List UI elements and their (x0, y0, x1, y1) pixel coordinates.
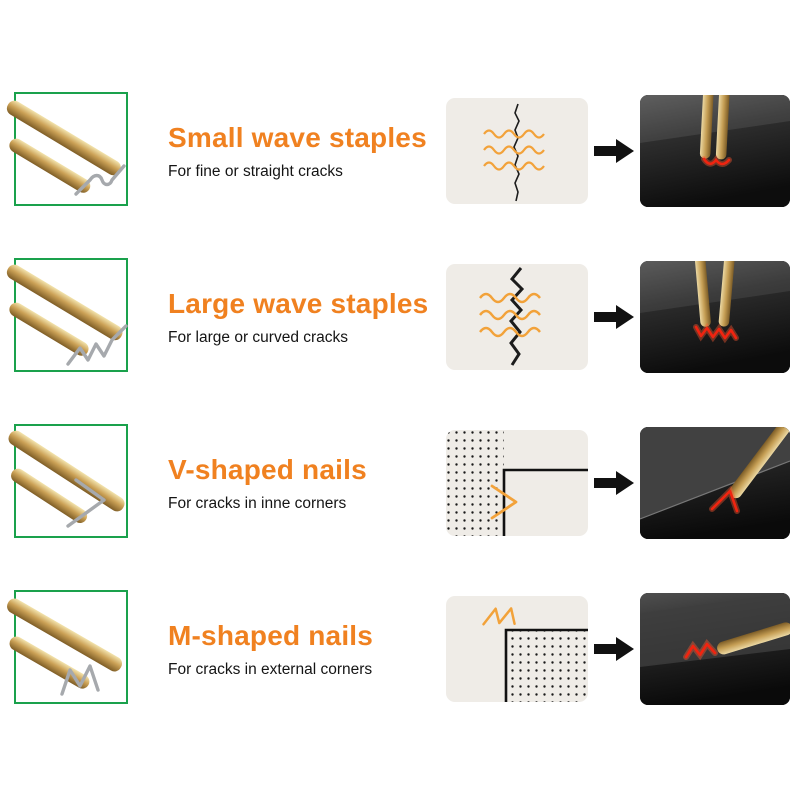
arrow-right-icon (588, 137, 640, 165)
row-subtitle: For large or curved cracks (168, 328, 349, 346)
v-shaped-nail-photo (4, 420, 152, 546)
curved-crack-diagram (446, 264, 588, 370)
welding-tip-m-nail-icon (640, 593, 790, 705)
external-corner-diagram (446, 596, 588, 702)
external-corner-diagram-icon (446, 596, 588, 702)
arrow-right-icon (588, 469, 640, 497)
inner-corner-diagram (446, 430, 588, 536)
welding-tip-v-nail-icon (640, 427, 790, 539)
v-shaped-nail-icon (8, 430, 125, 528)
large-wave-staple-photo (4, 254, 152, 380)
arrow-right-icon (588, 303, 640, 331)
welding-application-photo (640, 593, 790, 705)
arrow-right-icon (588, 635, 640, 663)
m-shaped-nail-photo (4, 586, 152, 712)
welding-application-photo (640, 261, 790, 373)
m-shaped-nail-icon (7, 598, 123, 696)
row-title: M-shaped nails (168, 619, 374, 651)
row-subtitle: For cracks in inne corners (168, 494, 347, 512)
row-subtitle: For fine or straight cracks (168, 162, 343, 180)
straight-crack-diagram-icon (446, 98, 588, 204)
welding-application-photo (640, 427, 790, 539)
straight-crack-diagram (446, 98, 588, 204)
welding-application-photo (640, 95, 790, 207)
row-large-wave-staples: Large wave staples For large or curved c… (4, 253, 796, 381)
row-subtitle: For cracks in external corners (168, 660, 373, 678)
inner-corner-diagram-icon (446, 430, 588, 536)
row-title: V-shaped nails (168, 453, 367, 485)
small-wave-staple-icon (6, 100, 126, 196)
row-small-wave-staples: Small wave staples For fine or straight … (4, 87, 796, 215)
row-text: Large wave staples For large or curved c… (152, 288, 446, 347)
curved-crack-diagram-icon (446, 264, 588, 370)
row-title: Small wave staples (168, 121, 427, 153)
row-text: Small wave staples For fine or straight … (152, 122, 446, 181)
row-title: Large wave staples (168, 287, 429, 319)
row-text: M-shaped nails For cracks in external co… (152, 620, 446, 679)
welding-tip-large-wave-icon (640, 261, 790, 373)
row-m-shaped-nails: M-shaped nails For cracks in external co… (4, 585, 796, 713)
row-v-shaped-nails: V-shaped nails For cracks in inne corner… (4, 419, 796, 547)
row-text: V-shaped nails For cracks in inne corner… (152, 454, 446, 513)
welding-tip-small-wave-icon (640, 95, 790, 207)
small-wave-staple-photo (4, 88, 152, 214)
large-wave-staple-icon (6, 264, 128, 366)
